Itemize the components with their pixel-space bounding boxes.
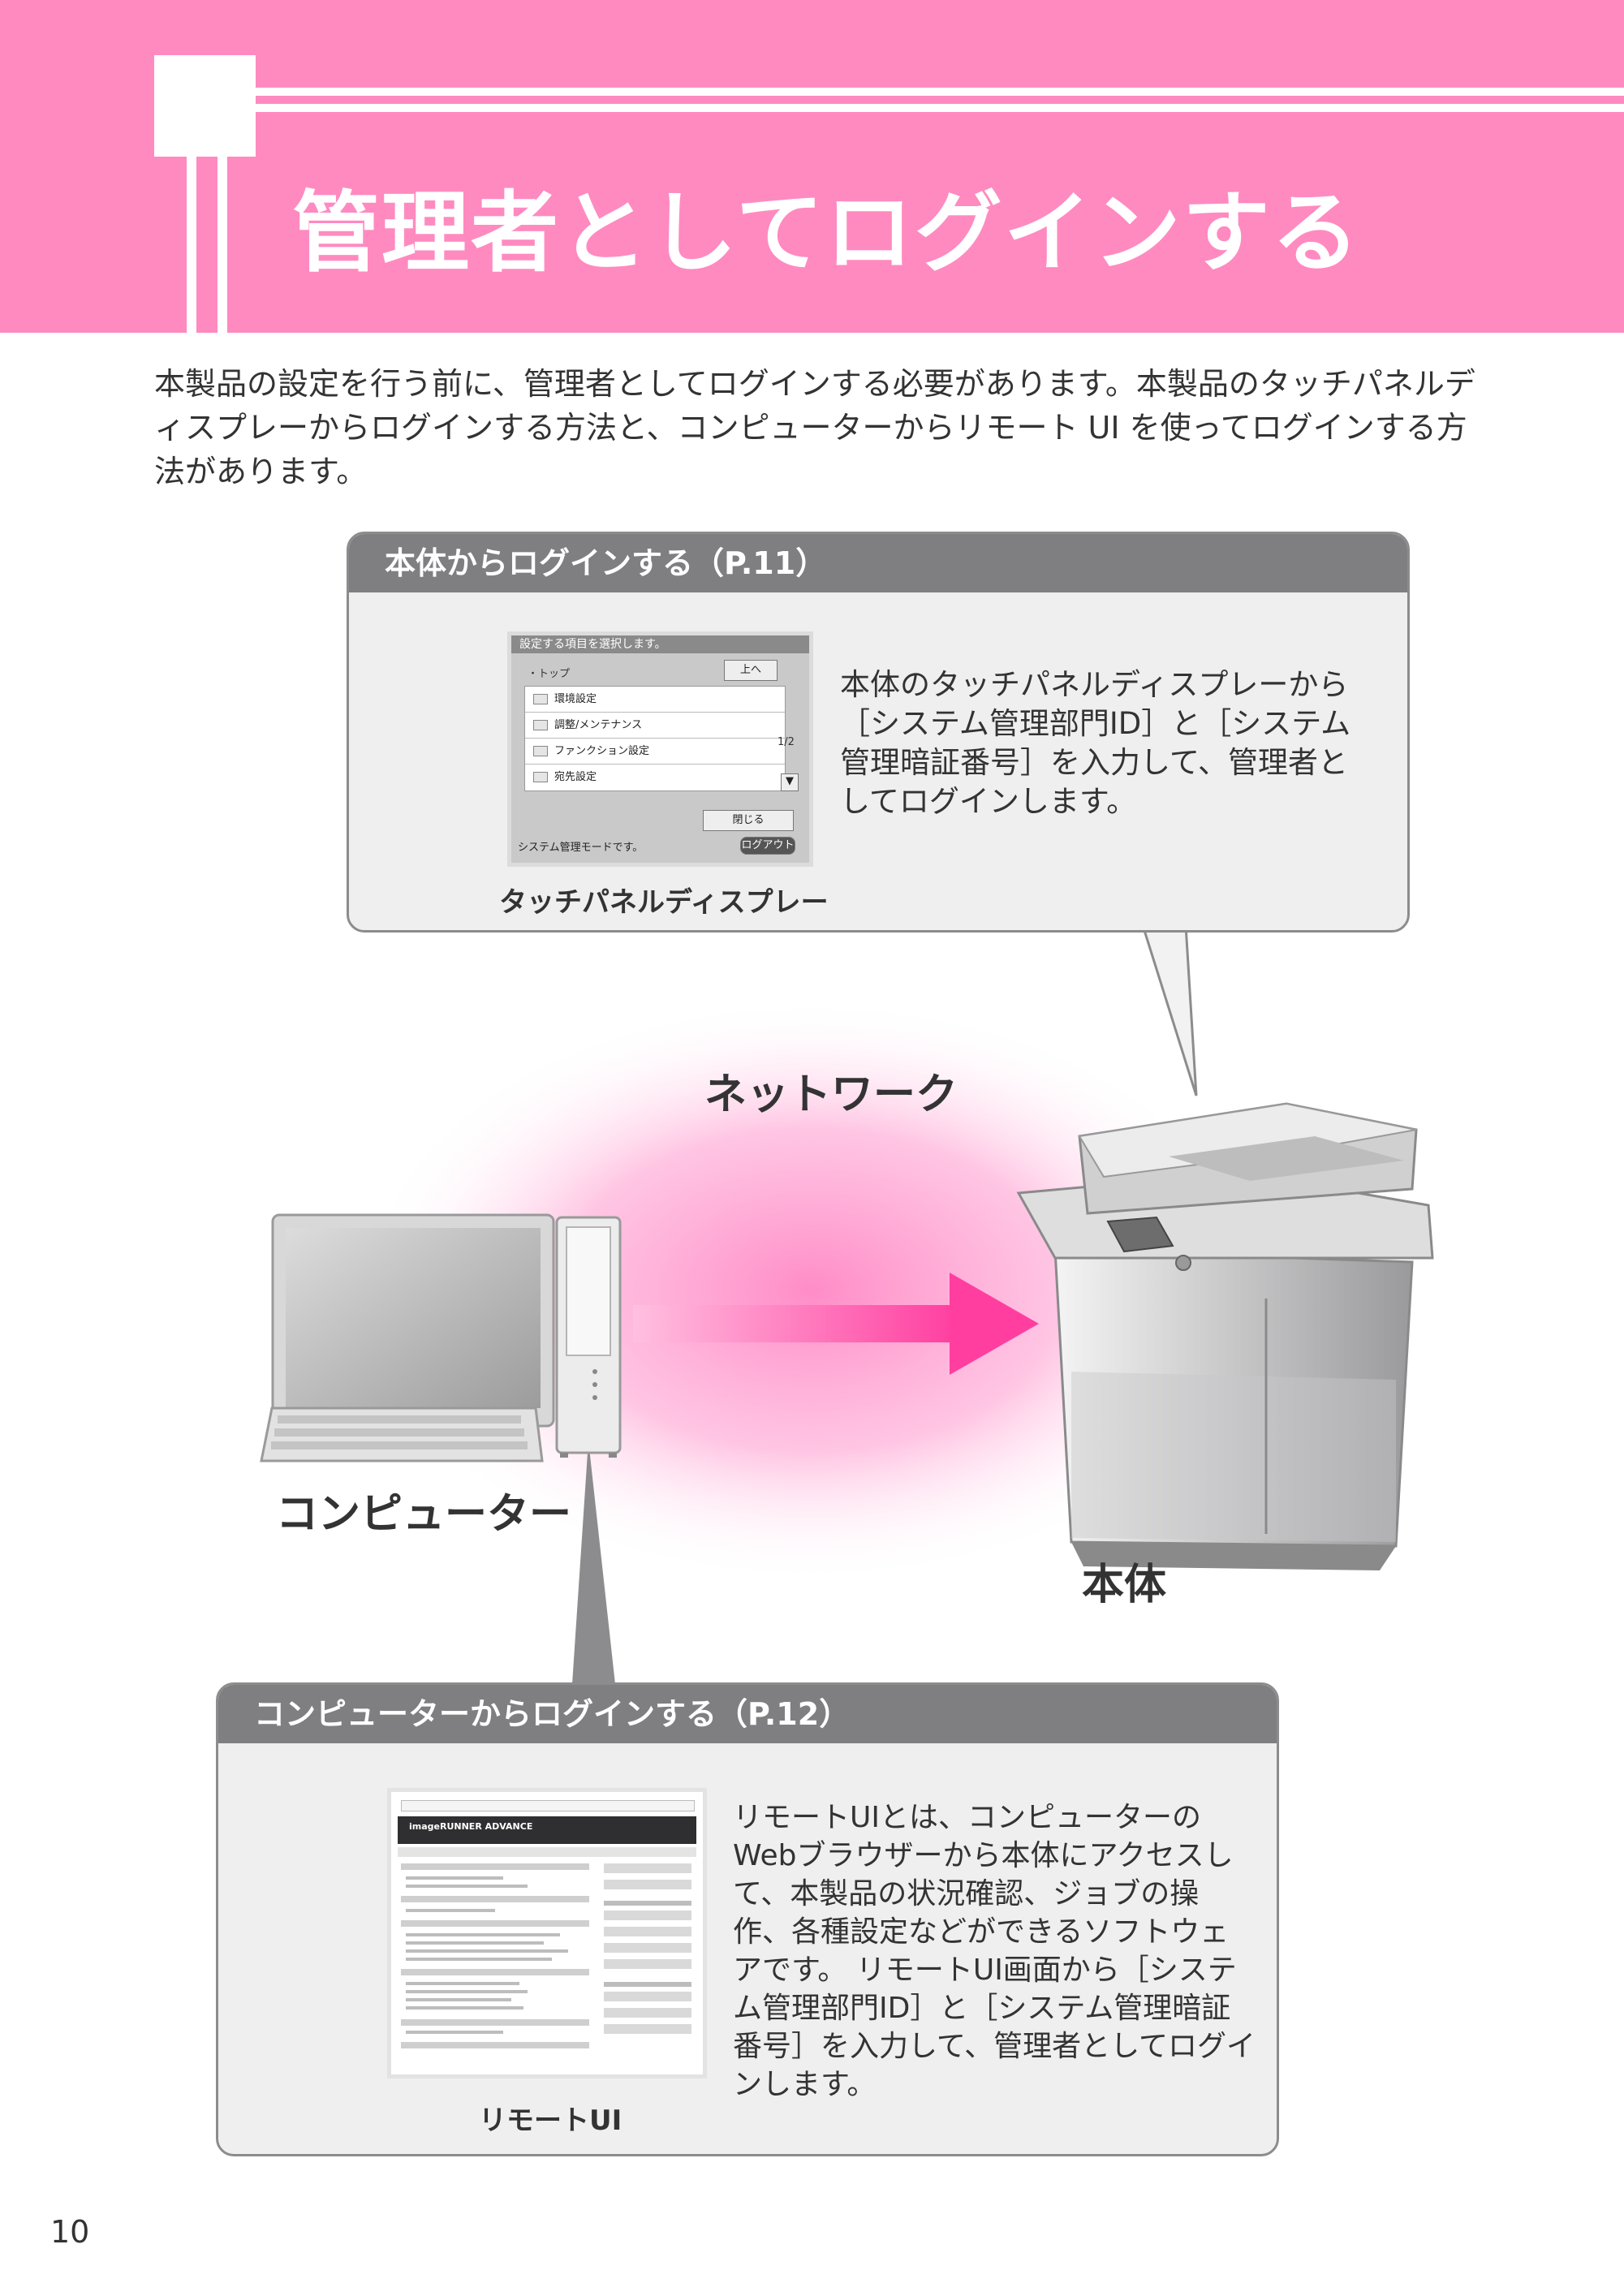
folder-icon [533, 746, 548, 756]
network-label: ネットワーク [704, 1070, 958, 1119]
callout-heading: コンピューターからログインする（P.12） [218, 1685, 1277, 1743]
header-decoration-line [252, 88, 1624, 96]
callout-pointer-top [1140, 924, 1198, 1096]
folder-icon [533, 772, 548, 782]
remote-ui-brand: imageRUNNER ADVANCE [409, 1821, 533, 1832]
device-login-description: 本体のタッチパネルディスプレーから［システム管理部門ID］と［システム管理暗証番… [840, 667, 1351, 819]
header-band [0, 0, 1624, 333]
remote-ui-screenshot: imageRUNNER ADVANCE [387, 1788, 707, 2078]
browser-address-bar [401, 1800, 695, 1811]
callout-heading: 本体からログインする（P.11） [349, 534, 1407, 592]
list-item[interactable]: 環境設定 [525, 687, 785, 713]
panel-close-button[interactable]: 閉じる [703, 810, 794, 831]
computer-login-description: リモートUIとは、コンピューターのWebブラウザーから本体にアクセスして、本製品… [733, 1801, 1256, 2101]
folder-icon [533, 720, 548, 730]
computer-label: コンピューター [276, 1490, 572, 1539]
callout-pointer-bottom [572, 1441, 615, 1684]
remote-ui-banner: imageRUNNER ADVANCE [398, 1816, 696, 1844]
computer-illustration [260, 1213, 622, 1462]
header-decoration-line [187, 154, 196, 333]
touch-panel-caption: タッチパネルディスプレー [499, 886, 829, 919]
remote-ui-toolbar [398, 1847, 696, 1857]
panel-list: 環境設定 調整/メンテナンス ファンクション設定 宛先設定 [524, 686, 786, 791]
panel-page-indicator: 1/2 [778, 736, 795, 748]
panel-status: システム管理モードです。 [518, 842, 644, 854]
list-item[interactable]: ファンクション設定 [525, 739, 785, 765]
panel-breadcrumb: ・トップ [528, 668, 571, 680]
header-decoration-square [154, 55, 256, 157]
scroll-down-icon[interactable]: ▼ [781, 773, 799, 791]
folder-icon [533, 694, 548, 704]
network-arrow [633, 1273, 1039, 1375]
page-number: 10 [50, 2214, 90, 2250]
intro-paragraph: 本製品の設定を行う前に、管理者としてログインする必要があります。本製品のタッチパ… [154, 366, 1475, 489]
page-title: 管理者としてログインする [292, 183, 1361, 284]
list-item[interactable]: 調整/メンテナンス [525, 713, 785, 739]
touch-panel-screenshot: 設定する項目を選択します。 ・トップ 上へ 環境設定 調整/メンテナンス ファン… [507, 631, 813, 867]
device-label: 本体 [1082, 1561, 1167, 1609]
panel-up-button[interactable]: 上へ [724, 660, 778, 681]
panel-title-bar: 設定する項目を選択します。 [511, 635, 809, 653]
remote-ui-caption: リモートUI [479, 2104, 622, 2137]
header-decoration-line [252, 104, 1624, 112]
header-decoration-line [218, 154, 227, 333]
remote-ui-sidebar [604, 1863, 695, 2055]
list-item[interactable]: 宛先設定 [525, 765, 785, 790]
panel-logout-button[interactable]: ログアウト [740, 837, 795, 855]
device-illustration [1016, 1102, 1434, 1570]
remote-ui-main [401, 1863, 596, 2055]
